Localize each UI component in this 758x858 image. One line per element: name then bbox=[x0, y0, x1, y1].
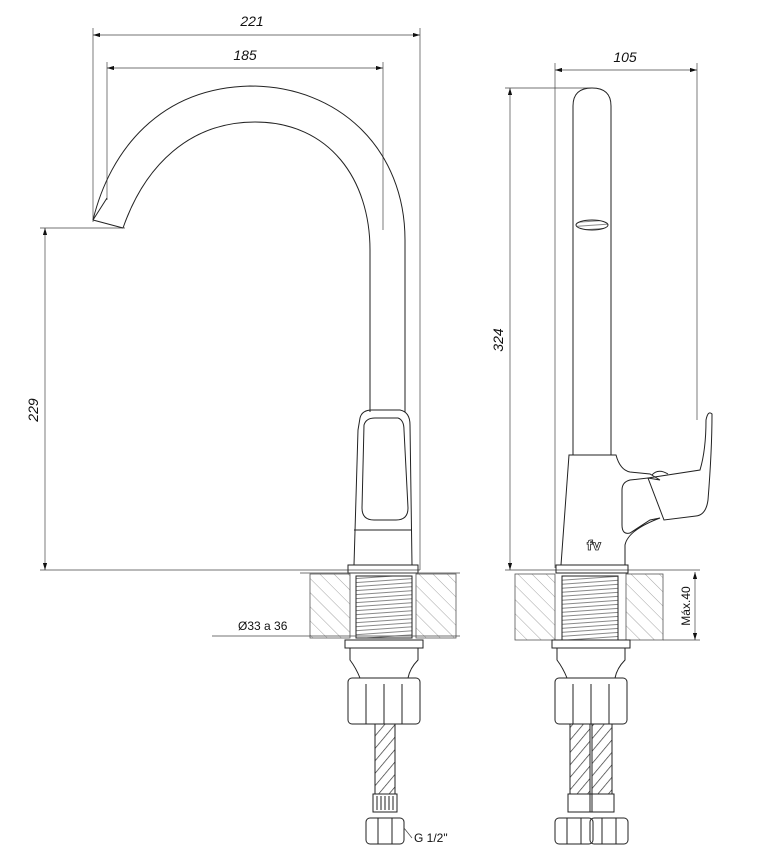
dimension-105: 105 bbox=[554, 49, 698, 568]
dimension-label: Ø33 a 36 bbox=[238, 619, 288, 633]
hose: G 1/2" bbox=[365, 723, 448, 845]
spout-side bbox=[572, 87, 612, 455]
dimension-label: 324 bbox=[490, 328, 506, 352]
dimension-hole-diameter: Ø33 a 36 bbox=[212, 619, 460, 637]
dimension-label: 221 bbox=[239, 13, 263, 29]
body-side: fv bbox=[560, 412, 713, 566]
hoses bbox=[554, 723, 629, 845]
dimension-max-40: Máx.40 bbox=[663, 572, 700, 641]
dimension-229: 229 bbox=[25, 227, 420, 571]
threaded-shank bbox=[355, 575, 413, 639]
connection-label: G 1/2" bbox=[414, 831, 448, 845]
dimension-185: 185 bbox=[106, 47, 384, 230]
side-view: 105 324 fv Máx.40 bbox=[490, 49, 713, 845]
dimension-label: 105 bbox=[613, 49, 637, 65]
aerator bbox=[575, 219, 609, 231]
dimension-324: 324 bbox=[490, 87, 700, 571]
dimension-label: 185 bbox=[233, 47, 257, 63]
dimension-label: 229 bbox=[25, 398, 41, 423]
fixing-nut bbox=[551, 639, 631, 725]
dimension-221: 221 bbox=[92, 13, 421, 570]
brand-logo: fv bbox=[587, 539, 602, 554]
fixing-nut bbox=[344, 639, 424, 725]
front-view: 221 185 229 bbox=[25, 13, 460, 845]
countertop-section bbox=[514, 573, 664, 641]
threaded-shank bbox=[561, 575, 619, 641]
dimension-label: Máx.40 bbox=[679, 586, 693, 626]
body bbox=[353, 409, 413, 566]
base-ring bbox=[555, 564, 629, 574]
countertop-section bbox=[300, 572, 460, 639]
spout bbox=[92, 85, 406, 412]
base-ring bbox=[347, 564, 419, 574]
